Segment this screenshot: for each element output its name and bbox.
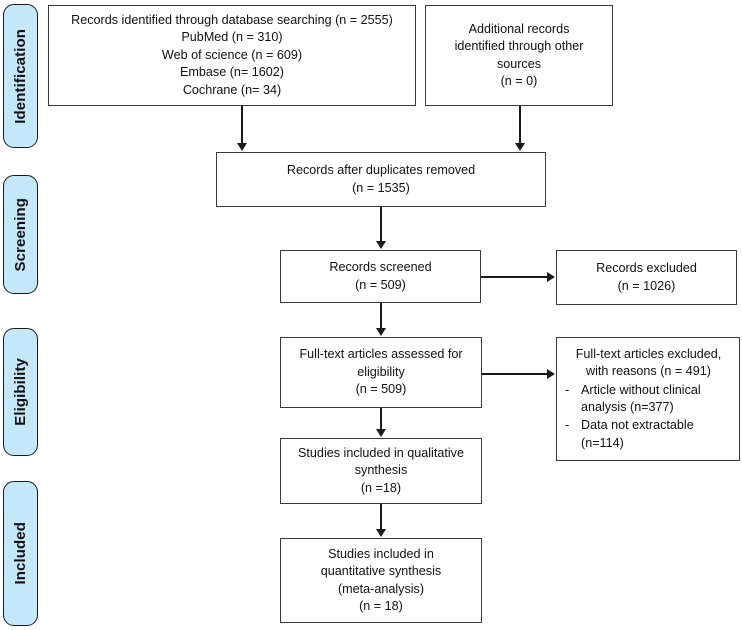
arrowhead-screened-to-excluded: [547, 272, 555, 282]
connector-fulltext-to-excluded: [482, 373, 548, 375]
arrowhead-screened-to-fulltext: [376, 328, 386, 336]
connector-other-sources-down: [519, 106, 521, 144]
connector-screened-to-excluded: [481, 276, 548, 278]
box-fulltext-assessed-text: Full-text articles assessed for eligibil…: [299, 347, 463, 397]
box-quantitative-synthesis-text: Studies included in quantitative synthes…: [320, 546, 442, 613]
arrowhead-database-search-down: [237, 143, 247, 151]
fulltext-excluded-content: Full-text articles excluded, with reason…: [562, 346, 735, 452]
fulltext-excluded-reason-item: - Data not extractable (n=114): [562, 417, 735, 452]
stage-label-screening: Screening: [3, 175, 38, 294]
stage-label-eligibility: Eligibility: [3, 328, 38, 456]
connector-fulltext-to-qualitative: [380, 408, 382, 430]
stage-label-included-text: Included: [12, 522, 29, 585]
stage-label-eligibility-text: Eligibility: [12, 358, 29, 426]
connector-qualitative-to-quantitative: [380, 504, 382, 530]
arrowhead-fulltext-to-qualitative: [376, 429, 386, 437]
connector-database-search-down: [241, 106, 243, 144]
fulltext-excluded-heading: Full-text articles excluded, with reason…: [575, 346, 722, 379]
fulltext-excluded-reason-item: - Article without clinical analysis (n=3…: [562, 382, 735, 417]
fulltext-excluded-reason-text: Data not extractable (n=114): [581, 418, 694, 450]
box-other-sources-text: Additional records identified through ot…: [454, 21, 584, 88]
connector-screened-to-fulltext: [380, 303, 382, 329]
box-duplicates-removed-text: Records after duplicates removed (n = 15…: [286, 163, 476, 195]
fulltext-excluded-reason-text: Article without clinical analysis (n=377…: [581, 382, 701, 414]
arrowhead-duplicates-to-screened: [376, 241, 386, 249]
box-records-screened: Records screened (n = 509): [280, 250, 481, 303]
box-records-screened-text: Records screened (n = 509): [329, 260, 432, 292]
bullet-dash-icon: -: [565, 418, 570, 433]
box-qualitative-synthesis: Studies included in qualitative synthesi…: [280, 438, 482, 504]
bullet-dash-icon: -: [565, 382, 570, 397]
box-duplicates-removed: Records after duplicates removed (n = 15…: [216, 152, 546, 207]
box-quantitative-synthesis: Studies included in quantitative synthes…: [280, 538, 482, 623]
stage-label-included: Included: [3, 481, 38, 626]
arrowhead-other-sources-down: [515, 143, 525, 151]
box-fulltext-assessed: Full-text articles assessed for eligibil…: [280, 337, 482, 408]
box-qualitative-synthesis-text: Studies included in qualitative synthesi…: [298, 445, 464, 495]
box-fulltext-excluded: Full-text articles excluded, with reason…: [556, 337, 740, 461]
box-records-excluded: Records excluded (n = 1026): [556, 250, 737, 305]
stage-label-identification: Identification: [3, 4, 38, 148]
box-database-search: Records identified through database sear…: [48, 5, 416, 106]
box-records-excluded-text: Records excluded (n = 1026): [596, 261, 697, 293]
box-database-search-text: Records identified through database sear…: [71, 13, 393, 97]
connector-duplicates-to-screened: [380, 207, 382, 242]
arrowhead-fulltext-to-excluded: [547, 369, 555, 379]
arrowhead-qualitative-to-quantitative: [376, 529, 386, 537]
stage-label-screening-text: Screening: [12, 197, 29, 272]
box-other-sources: Additional records identified through ot…: [425, 5, 613, 106]
stage-label-identification-text: Identification: [12, 28, 29, 124]
